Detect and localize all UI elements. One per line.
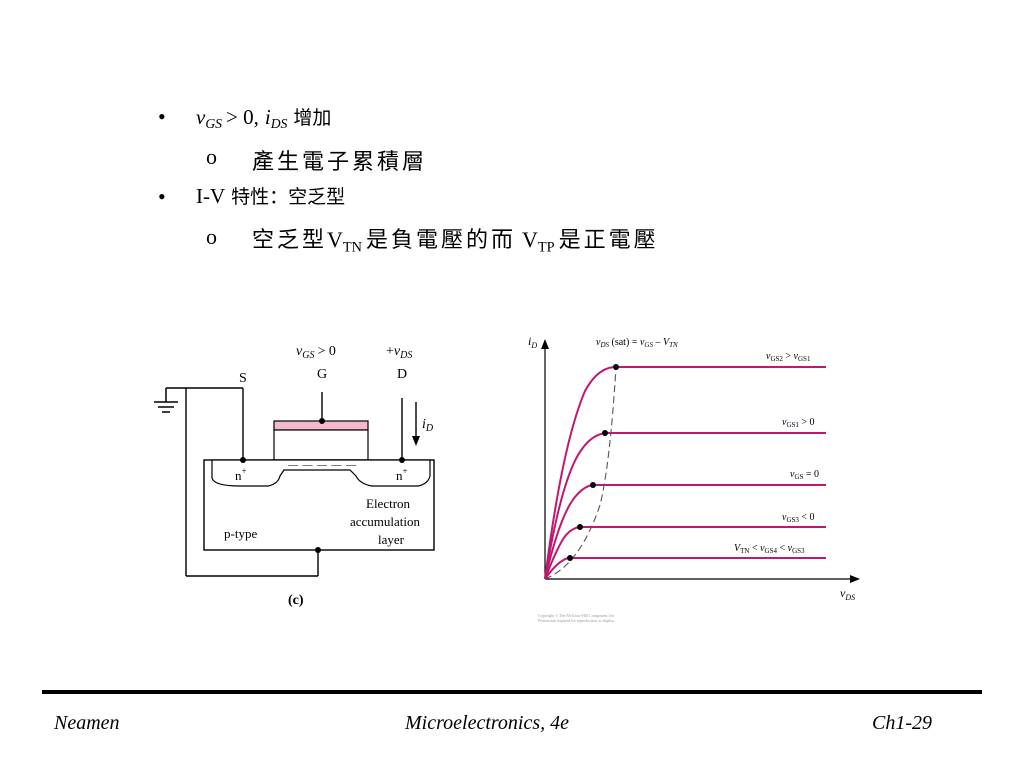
electron-label-1: Electron [366,496,411,511]
saturation-points [567,364,619,561]
sat-point [613,364,619,370]
drain-n-plus-label: n+ [396,466,408,483]
depletion-type-text: 特性：空乏型 [231,186,346,208]
sub-bullet-marker: o [206,224,217,249]
ids-symbol: iDS [264,105,288,132]
vtn-symbol: VTN [327,227,362,256]
curve-label-3: vGS = 0 [790,469,819,481]
negative-voltage-text: 是負電壓的而 [365,228,516,253]
curve-vgs2 [544,366,826,580]
drain-contact [399,457,405,463]
vgs-symbol: vGS [196,105,222,132]
figure-caption: (c) [288,593,304,608]
footer-book-title: Microelectronics, 4e [405,712,570,734]
terminal-g: G [317,367,327,382]
mosfet-cross-section: vGS> 0 +vDS S G D iD n+ n+ — — — — — Ele… [154,344,435,608]
curve-vgs0 [544,484,826,580]
footer-page-number: Ch1-29 [872,712,932,734]
curve-vgs1 [544,432,826,580]
gate-bias-label: vGS> 0 [296,344,336,361]
saturation-boundary [544,366,617,580]
curve-label-2: vGS1 > 0 [782,417,815,429]
sub-bullet-marker: o [206,144,217,169]
drain-current-label: iD [422,417,434,434]
bullet-marker: • [158,104,166,129]
graph-axes [544,347,852,580]
drain-bias-label: +vDS [386,344,412,361]
y-axis-arrow-icon [541,339,549,349]
x-axis-label: vDS [840,586,855,602]
sat-point [577,524,583,530]
bullet-iv-characteristics: I-V 特性：空乏型 [196,182,345,209]
footer-author: Neamen [54,712,120,734]
curve-label-1: vGS2 > vGS1 [766,351,811,363]
ground-icon [154,388,178,413]
curve-label-5: VTN < vGS4 < vGS3 [734,543,805,555]
curve-label-4: vGS3 < 0 [782,512,815,524]
p-type-label: p-type [224,526,257,541]
iv-characteristic-graph: iD vDS vDS (sat) = vGS – VTN vGS2 > vGS1… [528,334,860,623]
iv-text: I-V [196,184,226,208]
gate-contact [319,418,325,424]
positive-voltage-text: 是正電壓 [558,228,659,253]
sub-bullet-threshold-voltage: 空乏型 VTN 是負電壓的而 VTP 是正電壓 [252,222,659,254]
current-arrow-icon [412,436,420,446]
x-axis-arrow-icon [850,575,860,583]
electron-dashes: — — — — — [287,460,357,471]
electron-label-2: accumulation [350,514,421,529]
sat-point [602,430,608,436]
body-contact [315,547,321,553]
bullet-marker: • [158,184,166,209]
sat-point [567,555,573,561]
gate-oxide [273,429,369,461]
electron-label-3: layer [378,532,405,547]
terminal-s: S [239,371,247,386]
sub-bullet-electron-layer: 產生電子累積層 [252,150,428,175]
vgs-condition: > 0, [226,105,259,129]
depletion-word: 空乏型 [252,228,328,253]
curve-vgs4 [544,557,826,580]
source-n-plus-label: n+ [235,466,247,483]
source-contact [240,457,246,463]
vtp-symbol: VTP [521,227,555,256]
copyright-line-2: Permission required for reproduction or … [538,618,615,623]
terminal-d: D [397,367,407,382]
n-plus-regions [211,459,431,487]
y-axis-label: iD [528,334,537,350]
sat-point [590,482,596,488]
footer-divider [42,690,982,694]
increase-text: 增加 [293,107,332,129]
copyright-line-1: Copyright © The McGraw-Hill Companies, I… [538,613,615,619]
saturation-label: vDS (sat) = vGS – VTN [596,337,678,349]
bullet-vgs-increase: vGS > 0, iDS 增加 [196,103,331,130]
